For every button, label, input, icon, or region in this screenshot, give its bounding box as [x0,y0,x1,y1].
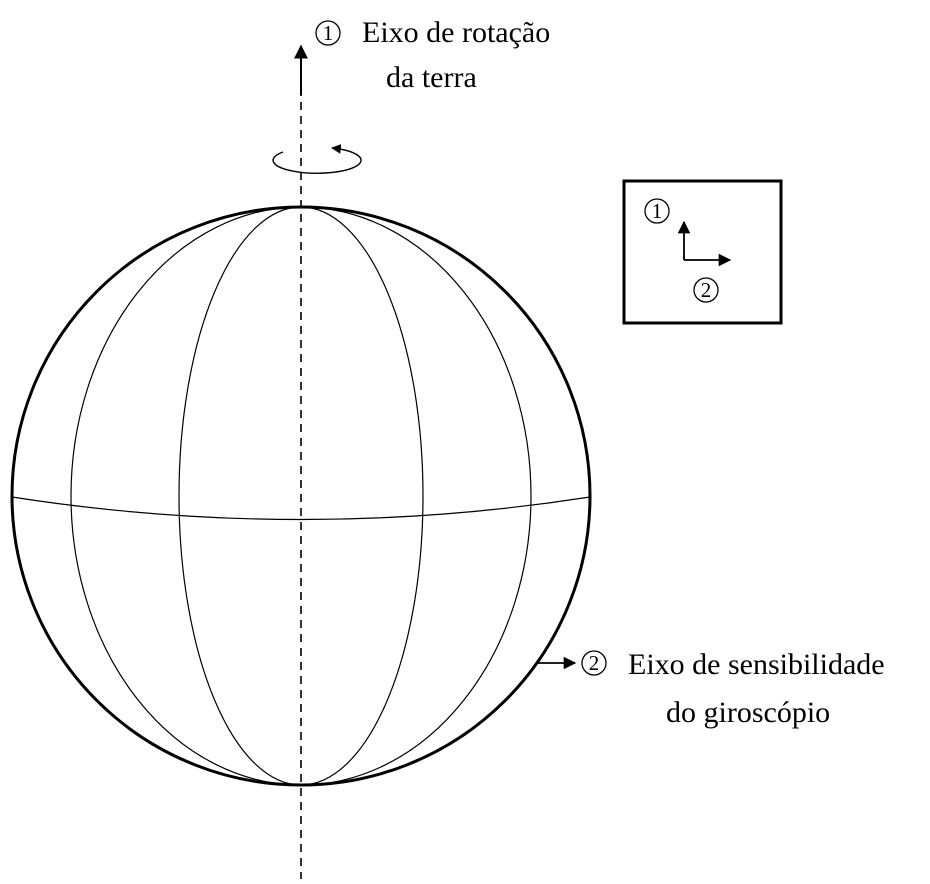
equator-line [11,496,591,521]
axes-legend-box: 1 2 [622,179,783,325]
axis2-number: 2 [589,651,600,675]
legend-frame [622,179,783,325]
axis1-title-line1: Eixo de rotação [362,16,550,49]
legend-axis1-number: 1 [652,199,663,223]
axis1-number: 1 [323,21,334,45]
rotation-axis-label: 1 Eixo de rotação da terra [315,16,550,94]
legend-axis2-number: 2 [701,278,712,302]
axis2-title-line1: Eixo de sensibilidade [628,648,885,681]
axis2-number-circle [581,650,607,676]
legend-axis1-circle [644,198,670,224]
legend-axis2-circle [693,277,719,303]
meridian-inner [178,206,424,786]
axis1-title-line2: da terra [386,61,477,94]
axis1-number-circle [315,20,341,46]
axis2-title-line2: do giroscópio [666,696,830,729]
sensitivity-axis-label: 2 Eixo de sensibilidade do giroscópio [581,648,885,729]
globe [10,205,592,787]
rotation-direction-arrow [272,144,362,174]
